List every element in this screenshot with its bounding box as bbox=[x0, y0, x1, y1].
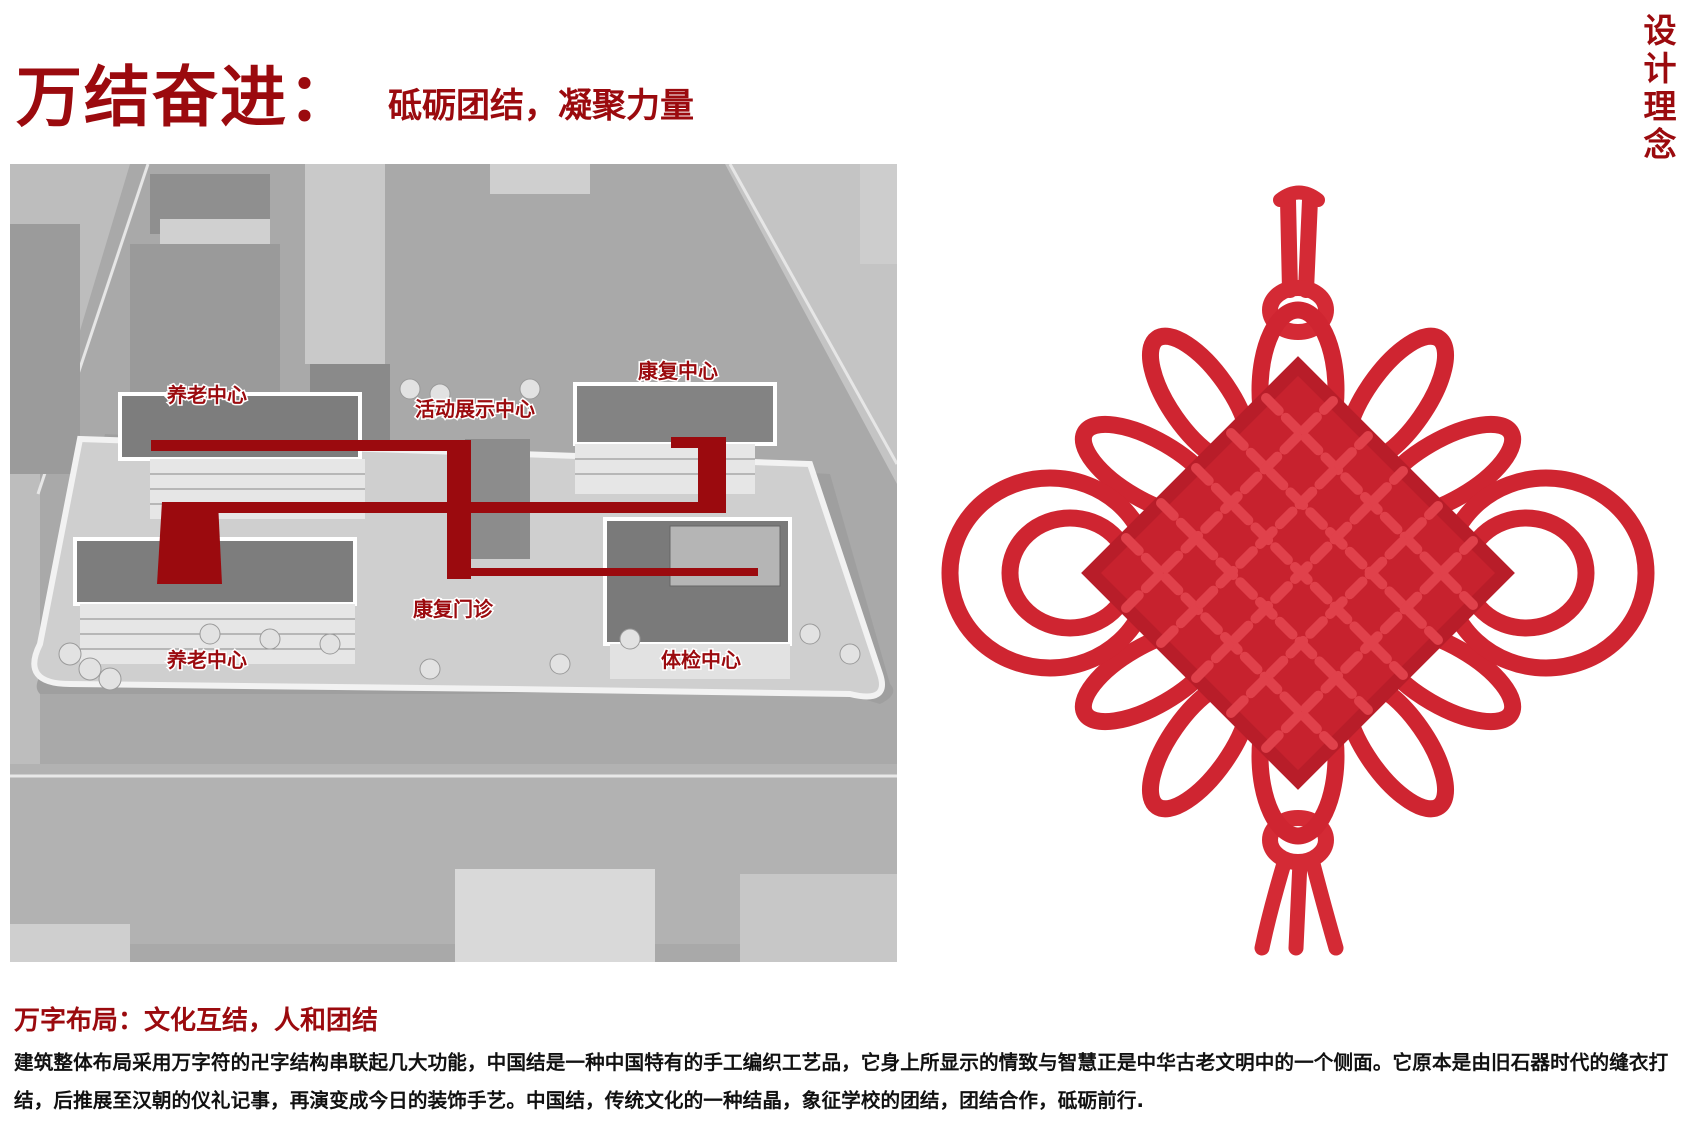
road bbox=[725, 164, 897, 484]
aerial-site-plan: 养老中心 活动展示中心 康复中心 康复门诊 养老中心 体检中心 bbox=[10, 164, 897, 962]
section-body-text: 建筑整体布局采用万字符的卍字结构串联起几大功能，中国结是一种中国特有的手工编织工… bbox=[14, 1051, 1669, 1112]
page-title: 万结奋进： bbox=[16, 59, 356, 136]
side-label-char: 设 bbox=[1643, 11, 1677, 50]
side-label-char: 计 bbox=[1643, 49, 1677, 88]
knot-weave bbox=[1121, 393, 1478, 753]
road bbox=[10, 764, 897, 944]
knot-cords bbox=[941, 185, 1655, 956]
side-label-char: 念 bbox=[1643, 125, 1677, 164]
label-rehab-clinic: 康复门诊 bbox=[413, 597, 494, 621]
label-elderly-center-bottom: 养老中心 bbox=[166, 648, 247, 672]
label-rehab-center: 康复中心 bbox=[638, 359, 718, 383]
side-label-char: 理 bbox=[1643, 87, 1677, 126]
chinese-knot-image bbox=[941, 185, 1655, 956]
label-checkup-center: 体检中心 bbox=[661, 648, 741, 672]
manji-shape bbox=[151, 437, 758, 584]
side-label: 设 计 理 念 bbox=[1640, 12, 1680, 164]
section-heading: 万字布局：文化互结，人和团结 bbox=[14, 1006, 379, 1036]
page-subtitle: 砥砺团结，凝聚力量 bbox=[388, 86, 694, 126]
label-activity-center: 活动展示中心 bbox=[415, 397, 535, 421]
label-elderly-center-top: 养老中心 bbox=[166, 383, 247, 407]
